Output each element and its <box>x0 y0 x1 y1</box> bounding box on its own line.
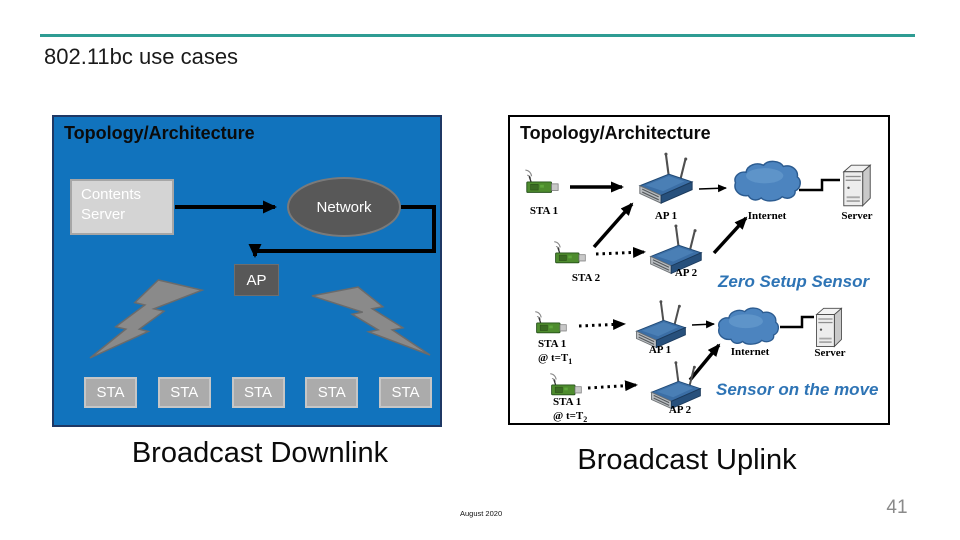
sta1-t2-to-ap2-dotted-arrow <box>587 380 638 392</box>
server-label-row3: Server <box>814 347 846 359</box>
footer-date: August 2020 <box>460 509 503 518</box>
sta2-to-ap1-arrow <box>592 202 634 249</box>
sta1-label: STA 1 <box>529 205 559 217</box>
sta-box: STA <box>84 377 137 408</box>
downlink-panel-title: Topology/Architecture <box>64 123 255 143</box>
sta1-t2-label: STA 1 @ t=T2 <box>553 396 588 424</box>
sta2-to-ap2-dotted-arrow <box>595 246 646 258</box>
internet-label: Internet <box>747 210 787 222</box>
ap-box: AP <box>234 264 279 296</box>
broadcast-uplink-caption: Broadcast Uplink <box>577 444 797 476</box>
slide-title: 802.11bc use cases <box>44 44 239 69</box>
page-number: 41 <box>886 497 908 518</box>
sta-box: STA <box>305 377 359 408</box>
sensor-icon <box>533 309 569 335</box>
sensor-icon <box>523 167 561 195</box>
sta2-label: STA 2 <box>571 272 601 284</box>
ap2-label-row4: AP 2 <box>668 404 692 416</box>
zero-setup-sensor-note: Zero Setup Sensor <box>718 272 870 291</box>
lightning-bolt-right-icon <box>312 287 430 355</box>
sta1-t1-label: STA 1 @ t=T1 <box>538 338 573 366</box>
internet-to-server-line <box>799 178 840 192</box>
ap1-to-internet-arrow <box>698 184 727 193</box>
uplink-panel-title: Topology/Architecture <box>520 123 711 143</box>
wireless-router-icon <box>631 298 689 350</box>
ap1-to-internet-arrow-row3 <box>691 320 715 329</box>
accent-line <box>40 34 915 37</box>
sensor-on-the-move-note: Sensor on the move <box>716 380 879 399</box>
server-tower-icon <box>813 305 845 349</box>
internet-to-server-line-row3 <box>780 315 814 329</box>
uplink-topology-panel: Topology/Architecture <box>508 115 890 425</box>
ap2-label: AP 2 <box>674 267 698 279</box>
sensor-icon <box>548 371 584 397</box>
ap1-label: AP 1 <box>654 210 678 222</box>
sta-box: STA <box>379 377 432 408</box>
internet-cloud-icon <box>716 301 780 351</box>
sensor-icon <box>552 239 588 265</box>
sta-box: STA <box>157 377 211 408</box>
sta1-t1-to-ap1-dotted-arrow <box>578 318 626 330</box>
downlink-topology-panel: Topology/Architecture Contents Server Ne… <box>52 115 442 427</box>
contents-server-box: Contents Server <box>70 179 174 235</box>
uplink-connectors <box>570 178 840 392</box>
downlink-connectors <box>54 200 436 425</box>
network-ellipse: Network <box>287 177 401 237</box>
ap2-to-internet-arrow-row4 <box>688 343 721 382</box>
ap2-to-internet-arrow <box>712 216 748 255</box>
network-to-ap-connector <box>248 205 436 258</box>
sta-row: STA STA STA STA STA <box>84 377 432 408</box>
wireless-router-icon <box>634 149 696 207</box>
server-tower-icon <box>840 162 874 208</box>
ap-label: AP <box>246 271 267 289</box>
server-label: Server <box>841 210 873 222</box>
internet-label-row3: Internet <box>730 346 770 358</box>
internet-cloud-icon <box>732 153 802 209</box>
lightning-bolt-left-icon <box>90 280 202 358</box>
broadcast-downlink-caption: Broadcast Downlink <box>131 437 389 469</box>
network-label: Network <box>316 198 372 216</box>
ap1-label-row3: AP 1 <box>648 344 672 356</box>
sta-box: STA <box>231 377 285 408</box>
